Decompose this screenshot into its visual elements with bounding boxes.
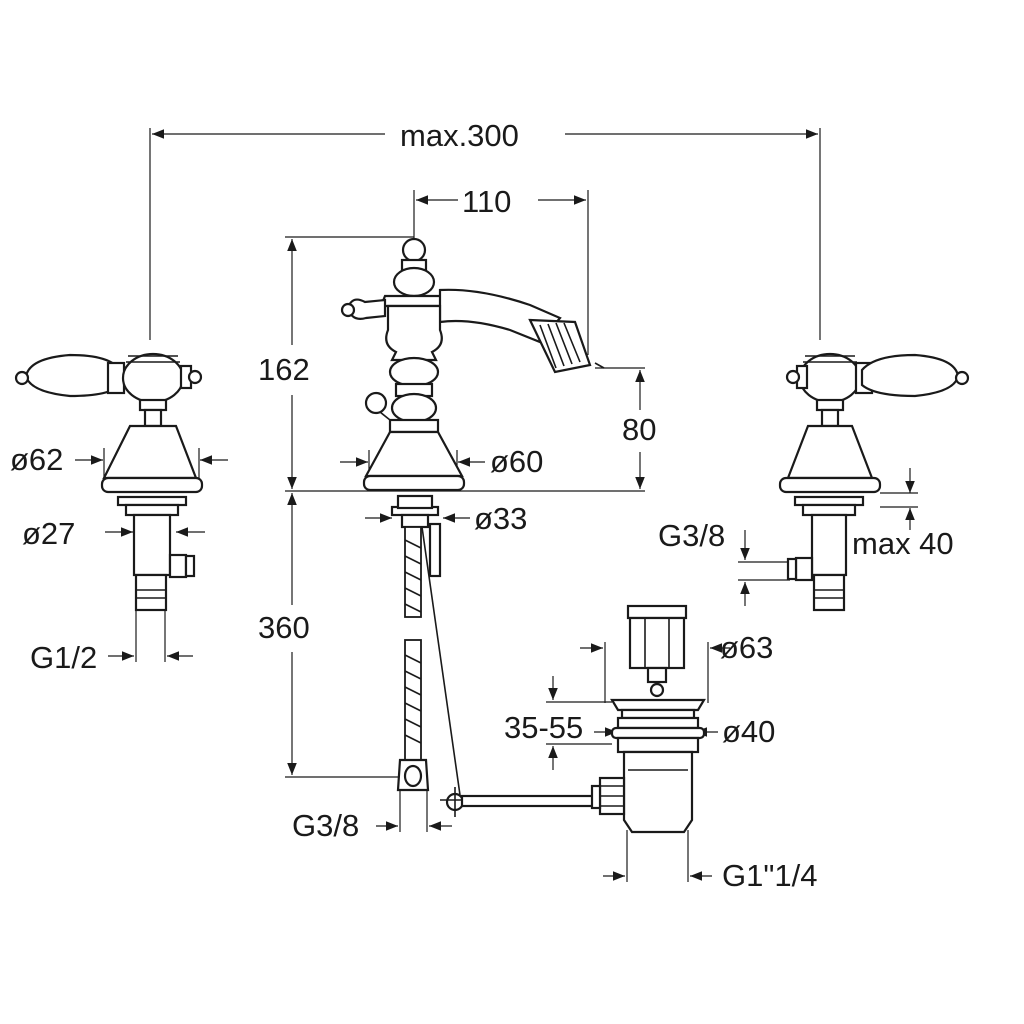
dim-thread-right: G3/8 <box>658 518 726 553</box>
dim-max-width: max.300 <box>400 118 519 153</box>
dim-spout-height: 80 <box>622 412 657 447</box>
dim-waste-thread: G1"1/4 <box>722 858 818 893</box>
dim-hose-length: 360 <box>258 610 310 645</box>
dim-base-left: ø62 <box>10 442 64 477</box>
dim-shank-left: ø27 <box>22 516 76 551</box>
right-valve <box>778 352 970 612</box>
waste-assembly <box>590 604 706 834</box>
dimension-lines <box>75 128 918 882</box>
dim-waste-hole: ø40 <box>722 714 776 749</box>
center-mixer <box>340 237 605 817</box>
dim-height-total: 162 <box>258 352 310 387</box>
dim-base-center: ø60 <box>490 444 544 479</box>
dim-waste-top: ø63 <box>720 630 774 665</box>
dim-waste-range: 35-55 <box>504 710 584 745</box>
dim-max-thickness: max 40 <box>852 526 954 561</box>
dim-shank-center: ø33 <box>474 501 528 536</box>
dim-spout-reach: 110 <box>462 184 512 219</box>
dim-thread-left: G1/2 <box>30 640 98 675</box>
dim-hose-thread: G3/8 <box>292 808 360 843</box>
left-valve <box>14 352 204 612</box>
